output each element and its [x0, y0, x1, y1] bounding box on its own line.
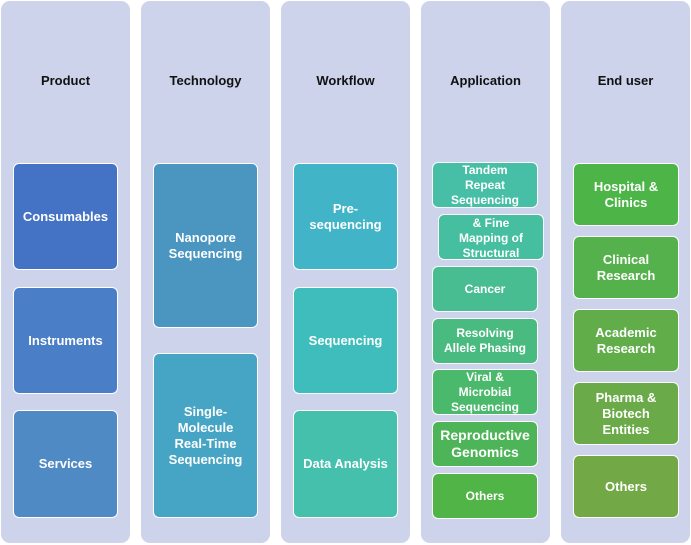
application-cancer-box: Cancer	[432, 266, 538, 312]
workflow-data-analysis-box: Data Analysis	[293, 410, 398, 518]
product-instruments-box: Instruments	[13, 287, 118, 394]
column-title-technology: Technology	[169, 73, 242, 88]
workflow-presequencing-box: Pre-sequencing	[293, 163, 398, 270]
workflow-sequencing-box: Sequencing	[293, 287, 398, 394]
product-consumables-box: Consumables	[13, 163, 118, 270]
column-title-workflow: Workflow	[316, 73, 375, 88]
enduser-others-box: Others	[573, 455, 679, 518]
column-title-application: Application	[450, 73, 521, 88]
column-title-end-user: End user	[597, 73, 654, 88]
product-services-box: Services	[13, 410, 118, 518]
application-others-box: Others	[432, 473, 538, 519]
enduser-hospital-clinics-box: Hospital &Clinics	[573, 163, 679, 226]
column-title-product: Product	[40, 73, 91, 88]
